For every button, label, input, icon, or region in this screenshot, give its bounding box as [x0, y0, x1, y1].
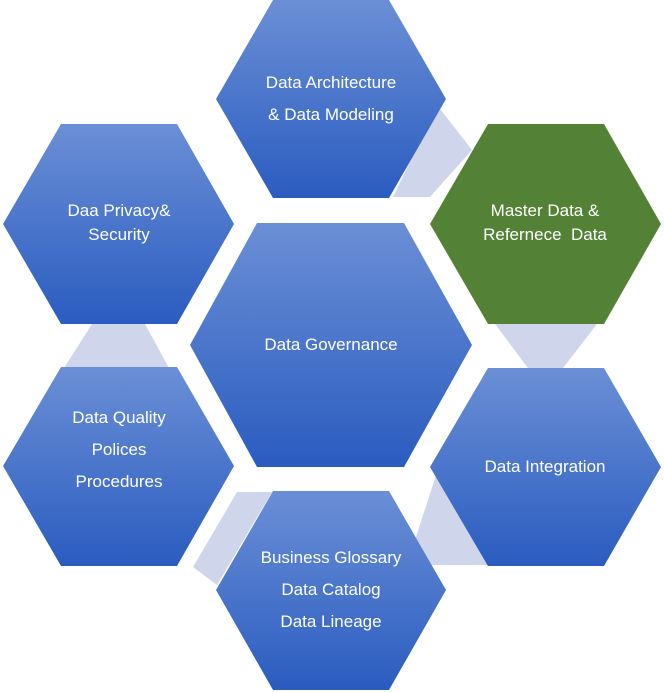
hexagon-data-governance [190, 223, 472, 467]
connector-integration-glossary [407, 472, 491, 565]
connector-quality-privacy [64, 324, 169, 368]
hexagon-data-quality [3, 367, 234, 566]
hexagon-business-glossary [216, 491, 446, 690]
hexagon-data-architecture [216, 0, 446, 198]
hexagon-data-privacy [3, 124, 234, 324]
connector-glossary-quality [193, 492, 272, 585]
connector-architecture-master [393, 105, 472, 197]
connector-master-integration [495, 324, 597, 368]
hexagon-master-data [430, 124, 661, 324]
hexagon-data-integration [430, 368, 661, 566]
